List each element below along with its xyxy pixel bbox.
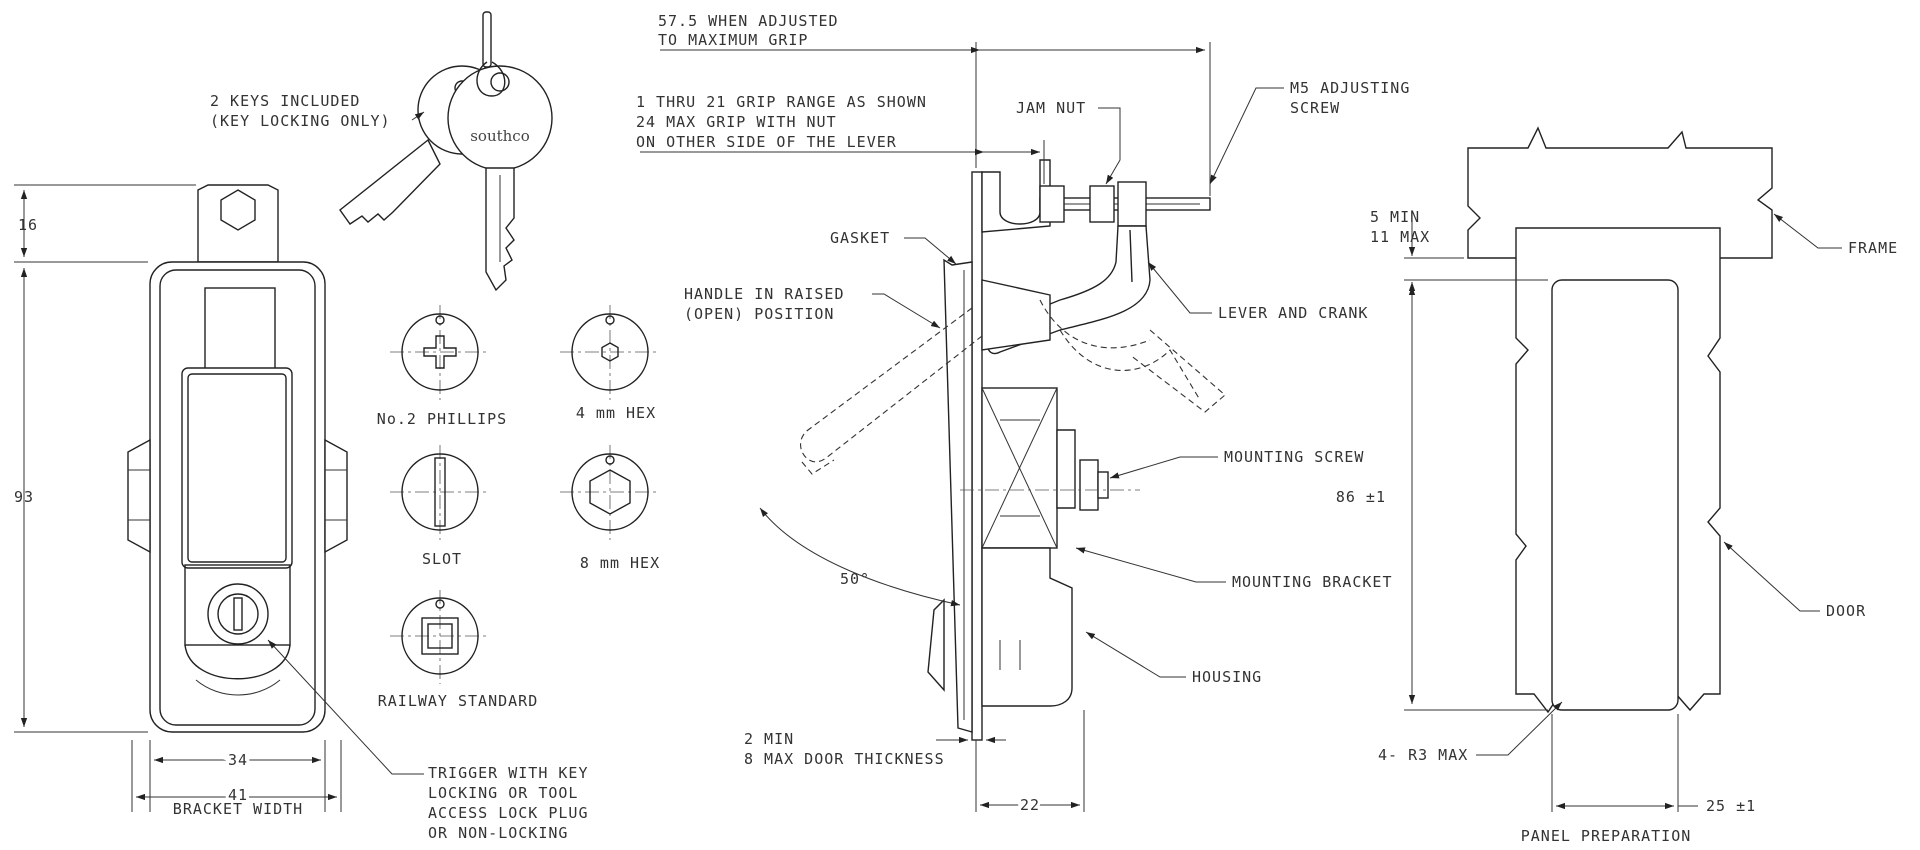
drive-phillips-label: No.2 PHILLIPS (377, 410, 507, 428)
lever-crank-label: LEVER AND CRANK (1218, 304, 1368, 322)
panel-dimensions (1404, 210, 1698, 812)
drive-phillips-icon (390, 305, 490, 400)
side-view-dimensions (640, 42, 1211, 812)
jam-nut-label: JAM NUT (1016, 99, 1086, 117)
drive-hex4-icon (560, 305, 660, 400)
frame-label: FRAME (1848, 239, 1898, 257)
drive-railway-icon (390, 590, 490, 684)
side-dim-depth: 22 (1020, 796, 1040, 814)
door-label: DOOR (1826, 602, 1866, 620)
panel-min-line1: 5 MIN (1370, 208, 1420, 226)
panel-width-label: 25 ±1 (1706, 797, 1756, 815)
front-dim-inner-width: 34 (228, 751, 248, 769)
door-thickness-line2: 8 MAX DOOR THICKNESS (744, 750, 945, 768)
panel-min-line2: 11 MAX (1370, 228, 1430, 246)
latch-front-view (127, 184, 348, 733)
trigger-note-line4: OR NON-LOCKING (428, 824, 568, 842)
front-dim-top: 16 (18, 216, 38, 234)
latch-side-view (759, 159, 1226, 741)
drive-slot-icon (390, 445, 490, 540)
panel-preparation-view (1467, 126, 1773, 714)
trigger-note-line1: TRIGGER WITH KEY (428, 764, 589, 782)
angle-label: 50° (840, 570, 870, 588)
grip-range-line1: 1 THRU 21 GRIP RANGE AS SHOWN (636, 93, 927, 111)
keys-illustration: southco (339, 11, 553, 292)
key-brand-logo: southco (470, 127, 530, 145)
panel-height-label: 86 ±1 (1336, 488, 1386, 506)
gasket-label: GASKET (830, 229, 890, 247)
drive-railway-label: RAILWAY STANDARD (378, 692, 539, 710)
drive-hex8-label: 8 mm HEX (580, 554, 660, 572)
keys-note-line2: (KEY LOCKING ONLY) (210, 112, 391, 130)
key-front: southco (447, 65, 553, 292)
handle-raised-line2: (OPEN) POSITION (684, 305, 834, 323)
grip-range-line2: 24 MAX GRIP WITH NUT (636, 113, 837, 131)
front-view-dimensions (14, 184, 342, 812)
max-grip-line1: 57.5 WHEN ADJUSTED (658, 12, 839, 30)
panel-preparation-title: PANEL PREPARATION (1521, 827, 1692, 845)
trigger-note-line2: LOCKING OR TOOL (428, 784, 578, 802)
drive-slot-label: SLOT (422, 550, 462, 568)
trigger-note-line3: ACCESS LOCK PLUG (428, 804, 589, 822)
drive-hex8-icon (560, 445, 660, 540)
mounting-bracket-label: MOUNTING BRACKET (1232, 573, 1393, 591)
door-thickness-line1: 2 MIN (744, 730, 794, 748)
radius-label: 4- R3 MAX (1378, 746, 1468, 764)
drive-hex4-label: 4 mm HEX (576, 404, 656, 422)
front-dim-bracket-width: 41 (228, 786, 248, 804)
keys-note-line1: 2 KEYS INCLUDED (210, 92, 360, 110)
adjusting-screw-line2: SCREW (1290, 99, 1340, 117)
max-grip-line2: TO MAXIMUM GRIP (658, 31, 808, 49)
key-ring (476, 11, 506, 97)
adjusting-screw-line1: M5 ADJUSTING (1290, 79, 1410, 97)
housing-label: HOUSING (1192, 668, 1262, 686)
bracket-width-label: BRACKET WIDTH (173, 800, 303, 818)
front-dim-height: 93 (14, 488, 34, 506)
mounting-screw-label: MOUNTING SCREW (1224, 448, 1364, 466)
grip-range-line3: ON OTHER SIDE OF THE LEVER (636, 133, 897, 151)
handle-raised-line1: HANDLE IN RAISED (684, 285, 845, 303)
